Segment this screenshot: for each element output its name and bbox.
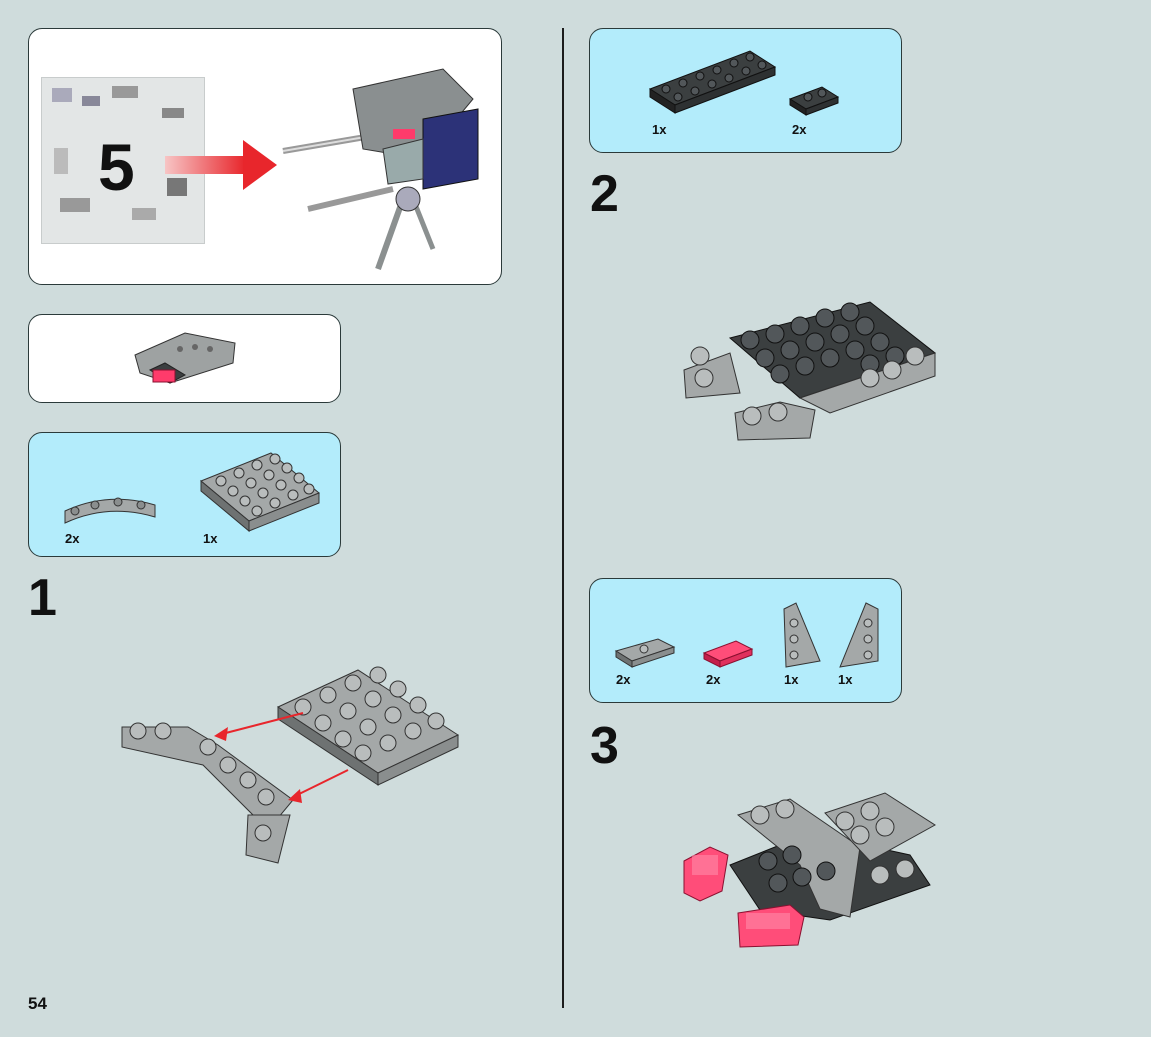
completed-model-image xyxy=(273,59,493,259)
step-2-part-1-qty: 1x xyxy=(652,122,666,137)
bag-number: 5 xyxy=(98,134,135,200)
step-2-number: 2 xyxy=(590,168,619,220)
dark-plate-2x6-icon xyxy=(650,49,780,119)
step-3-number: 3 xyxy=(590,720,619,772)
step-1-number: 1 xyxy=(28,572,57,624)
plate-4x4-icon xyxy=(201,453,331,533)
step-3-part-2-qty: 2x xyxy=(706,672,720,687)
step-3-part-3-qty: 1x xyxy=(784,672,798,687)
bag-callout-panel: 5 xyxy=(28,28,502,285)
step-1-part-2-qty: 1x xyxy=(203,531,217,546)
curved-plate-icon xyxy=(63,493,163,533)
bag-arrow-icon xyxy=(165,136,285,196)
step-3-part-1-qty: 2x xyxy=(616,672,630,687)
subassembly-image xyxy=(125,325,255,395)
step-1-assembly-image xyxy=(118,665,478,875)
step-1-parts-panel: 2x 1x xyxy=(28,432,341,557)
red-transparent-tile-icon xyxy=(702,639,762,675)
subassembly-callout-panel xyxy=(28,314,341,403)
page-number: 54 xyxy=(28,994,47,1014)
step-2-parts-panel: 1x 2x xyxy=(589,28,902,153)
step-3-part-4-qty: 1x xyxy=(838,672,852,687)
step-1-part-1-qty: 2x xyxy=(65,531,79,546)
step-2-part-2-qty: 2x xyxy=(792,122,806,137)
grey-jumper-plate-icon xyxy=(614,637,684,673)
column-divider xyxy=(562,28,564,1008)
wedge-plate-right-icon xyxy=(836,601,886,671)
step-2-assembly-image xyxy=(680,298,950,448)
step-3-assembly-image xyxy=(680,785,950,955)
dark-plate-1x2-icon xyxy=(788,85,848,125)
step-3-parts-panel: 2x 2x 1x 1x xyxy=(589,578,902,703)
wedge-plate-left-icon xyxy=(780,601,830,671)
